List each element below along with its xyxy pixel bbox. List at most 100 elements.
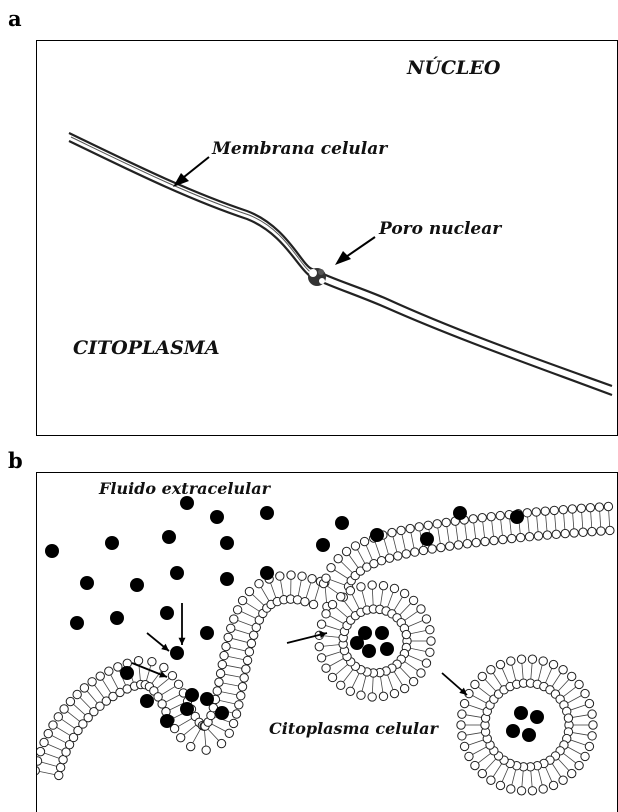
vesicle-head bbox=[581, 689, 589, 697]
vesicle-head bbox=[588, 710, 596, 718]
lipid-head bbox=[487, 512, 495, 520]
vesicle-head bbox=[575, 761, 583, 769]
vesicle-head bbox=[487, 666, 495, 674]
solute-particle bbox=[375, 626, 389, 640]
solute-particle bbox=[180, 702, 194, 716]
vesicle-tail bbox=[558, 759, 569, 771]
vesicle-tail bbox=[538, 665, 542, 681]
lipid-tail bbox=[111, 675, 118, 689]
lipid-tail bbox=[226, 665, 242, 668]
lipid-tail bbox=[73, 704, 85, 715]
lipid-head bbox=[561, 529, 569, 537]
lipid-tail bbox=[102, 680, 111, 694]
lipid-head bbox=[37, 757, 42, 765]
forming-vesicle-head bbox=[426, 626, 434, 634]
solute-particle bbox=[335, 516, 349, 530]
lipid-head bbox=[96, 672, 104, 680]
lipid-head bbox=[249, 631, 257, 639]
vesicle-tail bbox=[468, 740, 483, 745]
vesicle-head bbox=[528, 787, 536, 795]
forming-vesicle-head bbox=[337, 593, 345, 601]
forming-vesicle-tail bbox=[352, 673, 359, 687]
lipid-tail bbox=[537, 516, 538, 532]
lipid-tail bbox=[52, 735, 66, 742]
forming-vesicle-tail bbox=[362, 591, 366, 606]
lipid-head bbox=[224, 633, 232, 641]
vesicle-head bbox=[581, 752, 589, 760]
solute-particle bbox=[110, 611, 124, 625]
vesicle-tail bbox=[552, 673, 561, 686]
lipid-head bbox=[588, 527, 596, 535]
lipid-head bbox=[229, 719, 237, 727]
lipid-head bbox=[570, 529, 578, 537]
solute-particle bbox=[210, 510, 224, 524]
forming-vesicle-head bbox=[328, 600, 336, 608]
lipid-head bbox=[80, 684, 88, 692]
forming-vesicle-head bbox=[422, 659, 430, 667]
lipid-head bbox=[37, 747, 45, 755]
solute-particle bbox=[362, 644, 376, 658]
lipid-head bbox=[327, 563, 335, 571]
nucleus-label: NÚCLEO bbox=[407, 57, 500, 79]
lipid-head bbox=[397, 526, 405, 534]
solute-particle bbox=[453, 506, 467, 520]
forming-vesicle-tail bbox=[352, 594, 359, 608]
lipid-tail bbox=[600, 511, 601, 527]
lipid-tail bbox=[393, 536, 397, 552]
vesicle-head bbox=[517, 655, 525, 663]
forming-vesicle-tail bbox=[405, 662, 418, 671]
lipid-head bbox=[385, 554, 393, 562]
lipid-head bbox=[213, 687, 221, 695]
lipid-head bbox=[446, 542, 454, 550]
lipid-head bbox=[216, 669, 224, 677]
solute-particle bbox=[160, 606, 174, 620]
forming-vesicle-tail bbox=[394, 597, 402, 611]
vesicle-tail bbox=[538, 770, 542, 786]
vesicle-tail bbox=[571, 740, 586, 745]
lipid-head bbox=[597, 527, 605, 535]
lipid-head bbox=[469, 515, 477, 523]
lipid-head bbox=[370, 559, 378, 567]
forming-vesicle-head bbox=[422, 615, 430, 623]
solute-particle bbox=[260, 506, 274, 520]
lipid-head bbox=[148, 657, 156, 665]
lipid-head bbox=[534, 532, 542, 540]
lipid-head bbox=[66, 697, 74, 705]
vesicle-head bbox=[585, 742, 593, 750]
forming-vesicle-head bbox=[426, 648, 434, 656]
solute-particle bbox=[140, 694, 154, 708]
lipid-tail bbox=[212, 724, 226, 731]
lipid-head bbox=[233, 606, 241, 614]
lipid-tail bbox=[246, 603, 259, 612]
vesicle-head bbox=[568, 672, 576, 680]
endocytosis-drawing bbox=[37, 473, 618, 812]
fluid-label: Fluido extracelular bbox=[99, 479, 270, 498]
lipid-head bbox=[309, 600, 317, 608]
lipid-tail bbox=[62, 719, 75, 728]
forming-vesicle-tail bbox=[410, 648, 426, 651]
lipid-head bbox=[402, 550, 410, 558]
lipid-tail bbox=[270, 583, 275, 598]
lipid-head bbox=[255, 580, 263, 588]
forming-vesicle-head bbox=[368, 581, 376, 589]
solute-particle bbox=[180, 496, 194, 510]
lipid-head bbox=[411, 548, 419, 556]
forming-vesicle-head bbox=[337, 681, 345, 689]
lipid-head bbox=[424, 521, 432, 529]
lipid-tail bbox=[252, 594, 264, 605]
forming-vesicle-tail bbox=[405, 611, 418, 620]
lipid-head bbox=[442, 518, 450, 526]
solute-particle bbox=[514, 706, 528, 720]
vesicle-tail bbox=[493, 673, 502, 686]
forming-vesicle-tail bbox=[362, 676, 366, 691]
panel-b-letter: b bbox=[8, 448, 23, 473]
vesicle-tail bbox=[531, 663, 532, 679]
lipid-head bbox=[342, 547, 350, 555]
solute-particle bbox=[506, 724, 520, 738]
lipid-head bbox=[406, 524, 414, 532]
lipid-head bbox=[377, 557, 385, 565]
vesicle-tail bbox=[502, 767, 508, 782]
forming-vesicle-head bbox=[379, 581, 387, 589]
lipid-head bbox=[508, 534, 516, 542]
membrane-arrow-icon bbox=[173, 157, 209, 187]
